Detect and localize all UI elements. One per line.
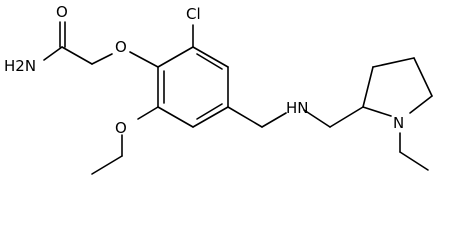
bond-nh-ch2: [303, 109, 331, 128]
label-carbonyl-oxygen: O: [56, 3, 68, 21]
label-ether-oxygen-bottom: O: [115, 119, 127, 137]
bond-ring-o-ethoxy: [137, 106, 159, 120]
bond-ch2-ch3-ethyl: [399, 151, 429, 171]
bond-ch2-o: [91, 53, 113, 65]
ring-inner-double-2: [196, 103, 223, 120]
bond-c-ch2: [61, 46, 93, 65]
label-chlorine: Cl: [186, 5, 201, 23]
ring-bond-1: [157, 46, 194, 68]
pyrrolidine-bond-3: [413, 57, 433, 97]
label-amine-nitrogen: HN: [286, 99, 309, 117]
bond-o-ring: [129, 51, 159, 68]
bond-ch2-pyrrolidine: [329, 106, 364, 128]
pyrrolidine-bond-1: [362, 66, 374, 108]
ring-inner-double-1: [196, 53, 223, 70]
bond-ch2-ch3-ethoxy: [91, 155, 123, 175]
label-amide-nitrogen: H2N: [4, 57, 36, 75]
pyrrolidine-bond-5: [362, 106, 392, 117]
label-ether-oxygen-top: O: [115, 38, 127, 56]
pyrrolidine-bond-4: [409, 95, 433, 114]
bond-ring-ch2: [227, 106, 263, 128]
ring-bond-5: [157, 106, 194, 128]
molecule-diagram: O H2N O Cl O HN N: [4, 3, 433, 175]
ring-bond-4: [192, 106, 229, 128]
bond-c-nh2: [43, 46, 63, 61]
label-ring-nitrogen: N: [393, 114, 404, 132]
pyrrolidine-bond-2: [372, 57, 415, 68]
ring-bond-2: [192, 46, 229, 68]
structure-svg: O H2N O Cl O HN N: [4, 3, 433, 175]
bond-ch2-nh: [261, 112, 287, 128]
